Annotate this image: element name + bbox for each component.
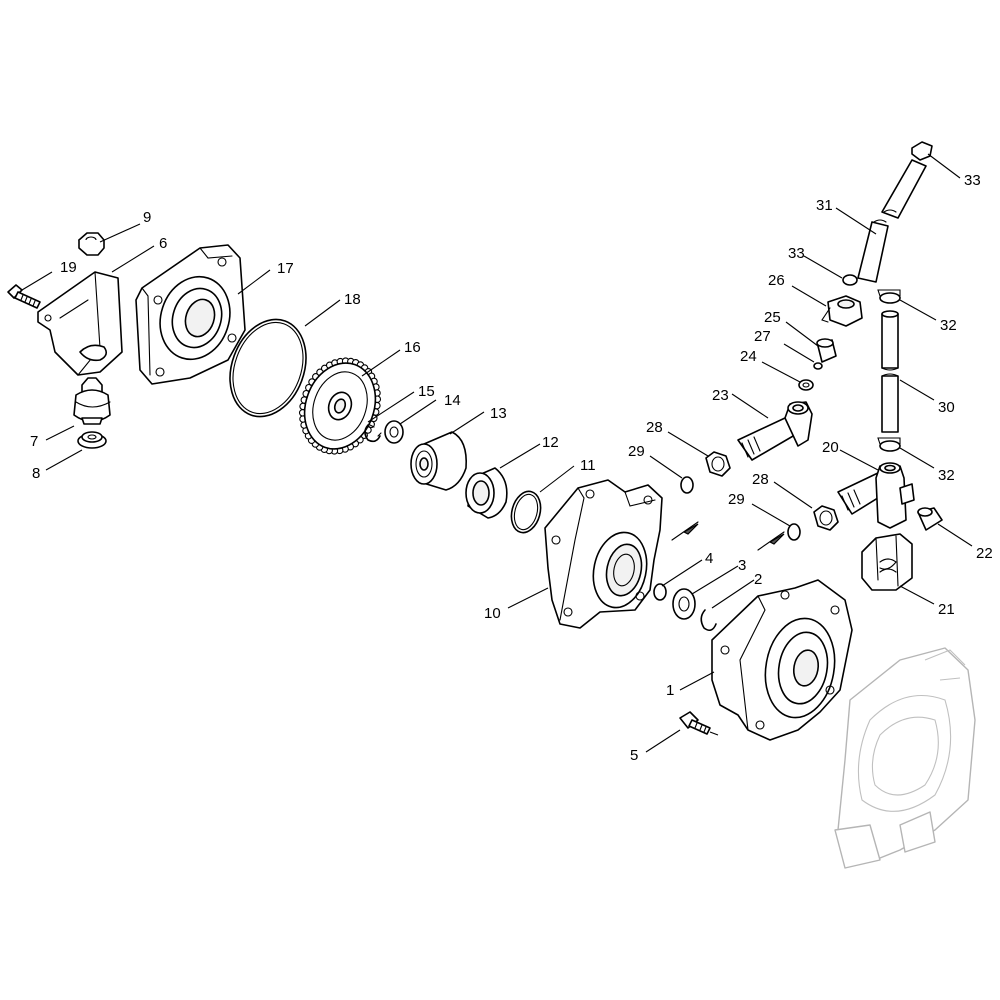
part-20-tee-fitting xyxy=(837,462,915,529)
callout-6: 6 xyxy=(159,235,167,252)
part-33-clamp-lower xyxy=(842,274,858,286)
part-32-clamp-lower xyxy=(877,437,901,452)
leader-lines xyxy=(21,153,973,753)
part-15-circlip xyxy=(364,424,382,443)
callout-16: 16 xyxy=(404,339,421,356)
part-14-washer xyxy=(384,420,404,444)
part-24-washer xyxy=(798,379,814,391)
callout-12: 12 xyxy=(542,434,559,451)
callout-labels: 9 6 19 17 18 16 15 14 13 12 11 7 8 10 4 … xyxy=(30,172,993,764)
part-27-ring xyxy=(813,362,823,370)
part-6-bracket xyxy=(37,271,123,376)
callout-14: 14 xyxy=(444,392,461,409)
part-18-o-ring xyxy=(229,318,307,418)
callout-30: 30 xyxy=(938,399,955,416)
callout-11: 11 xyxy=(580,457,596,474)
callout-10: 10 xyxy=(484,605,501,622)
callout-18: 18 xyxy=(344,291,361,308)
callout-13: 13 xyxy=(490,405,507,422)
callout-26: 26 xyxy=(768,272,785,289)
callout-32-lower: 32 xyxy=(938,467,955,484)
part-32-clamp-upper xyxy=(877,289,901,304)
callout-2: 2 xyxy=(754,571,762,588)
part-30-tube xyxy=(881,310,899,433)
part-16-gear xyxy=(298,357,382,455)
callout-28-lower: 28 xyxy=(752,471,769,488)
callout-15: 15 xyxy=(418,383,435,400)
part-4-o-ring xyxy=(653,583,667,601)
callout-25: 25 xyxy=(764,309,781,326)
part-13-bearing xyxy=(410,431,468,491)
callout-7: 7 xyxy=(30,433,38,450)
callout-32-upper: 32 xyxy=(940,317,957,334)
callout-29-upper: 29 xyxy=(628,443,645,460)
callout-29-lower: 29 xyxy=(728,491,745,508)
part-12-seal xyxy=(465,467,508,519)
part-9-nut xyxy=(78,232,105,256)
part-29-o-ring-lower xyxy=(787,523,801,541)
part-10-pump-housing xyxy=(544,479,699,629)
callout-27: 27 xyxy=(754,328,771,345)
part-2-circlip xyxy=(700,609,717,632)
callout-20: 20 xyxy=(822,439,839,456)
part-11-o-ring xyxy=(510,490,542,534)
callout-3: 3 xyxy=(738,557,746,574)
callout-9: 9 xyxy=(143,209,151,226)
part-26-clip xyxy=(821,295,863,327)
part-17-pump-cover xyxy=(135,244,246,385)
part-31-tube xyxy=(857,159,927,283)
crankcase-ghost xyxy=(834,647,976,869)
callout-33-upper: 33 xyxy=(964,172,981,189)
callout-28-upper: 28 xyxy=(646,419,663,436)
callout-17: 17 xyxy=(277,260,294,277)
callout-4: 4 xyxy=(705,550,713,567)
callout-22: 22 xyxy=(976,545,993,562)
part-7-damper xyxy=(73,377,111,425)
part-25-nipple xyxy=(816,338,837,363)
part-22-plug xyxy=(917,507,943,531)
callout-8: 8 xyxy=(32,465,40,482)
callout-31: 31 xyxy=(816,197,833,214)
part-8-nut xyxy=(77,431,107,449)
callout-1: 1 xyxy=(666,682,674,699)
part-29-o-ring-upper xyxy=(680,476,694,494)
part-3-washer xyxy=(672,588,696,620)
part-33-clamp-upper xyxy=(911,141,933,161)
part-23-elbow-fitting xyxy=(737,401,813,461)
part-19-bolt xyxy=(7,284,41,309)
callout-21: 21 xyxy=(938,601,955,618)
part-1-pump-body xyxy=(711,531,853,741)
part-5-bolt xyxy=(679,711,719,736)
callout-24: 24 xyxy=(740,348,757,365)
part-28-nut-lower xyxy=(813,505,839,531)
callout-5: 5 xyxy=(630,747,638,764)
callout-19: 19 xyxy=(60,259,77,276)
part-28-nut-upper xyxy=(705,451,731,477)
callout-23: 23 xyxy=(712,387,729,404)
callout-33-lower: 33 xyxy=(788,245,805,262)
part-21-valve-clip xyxy=(861,533,913,591)
